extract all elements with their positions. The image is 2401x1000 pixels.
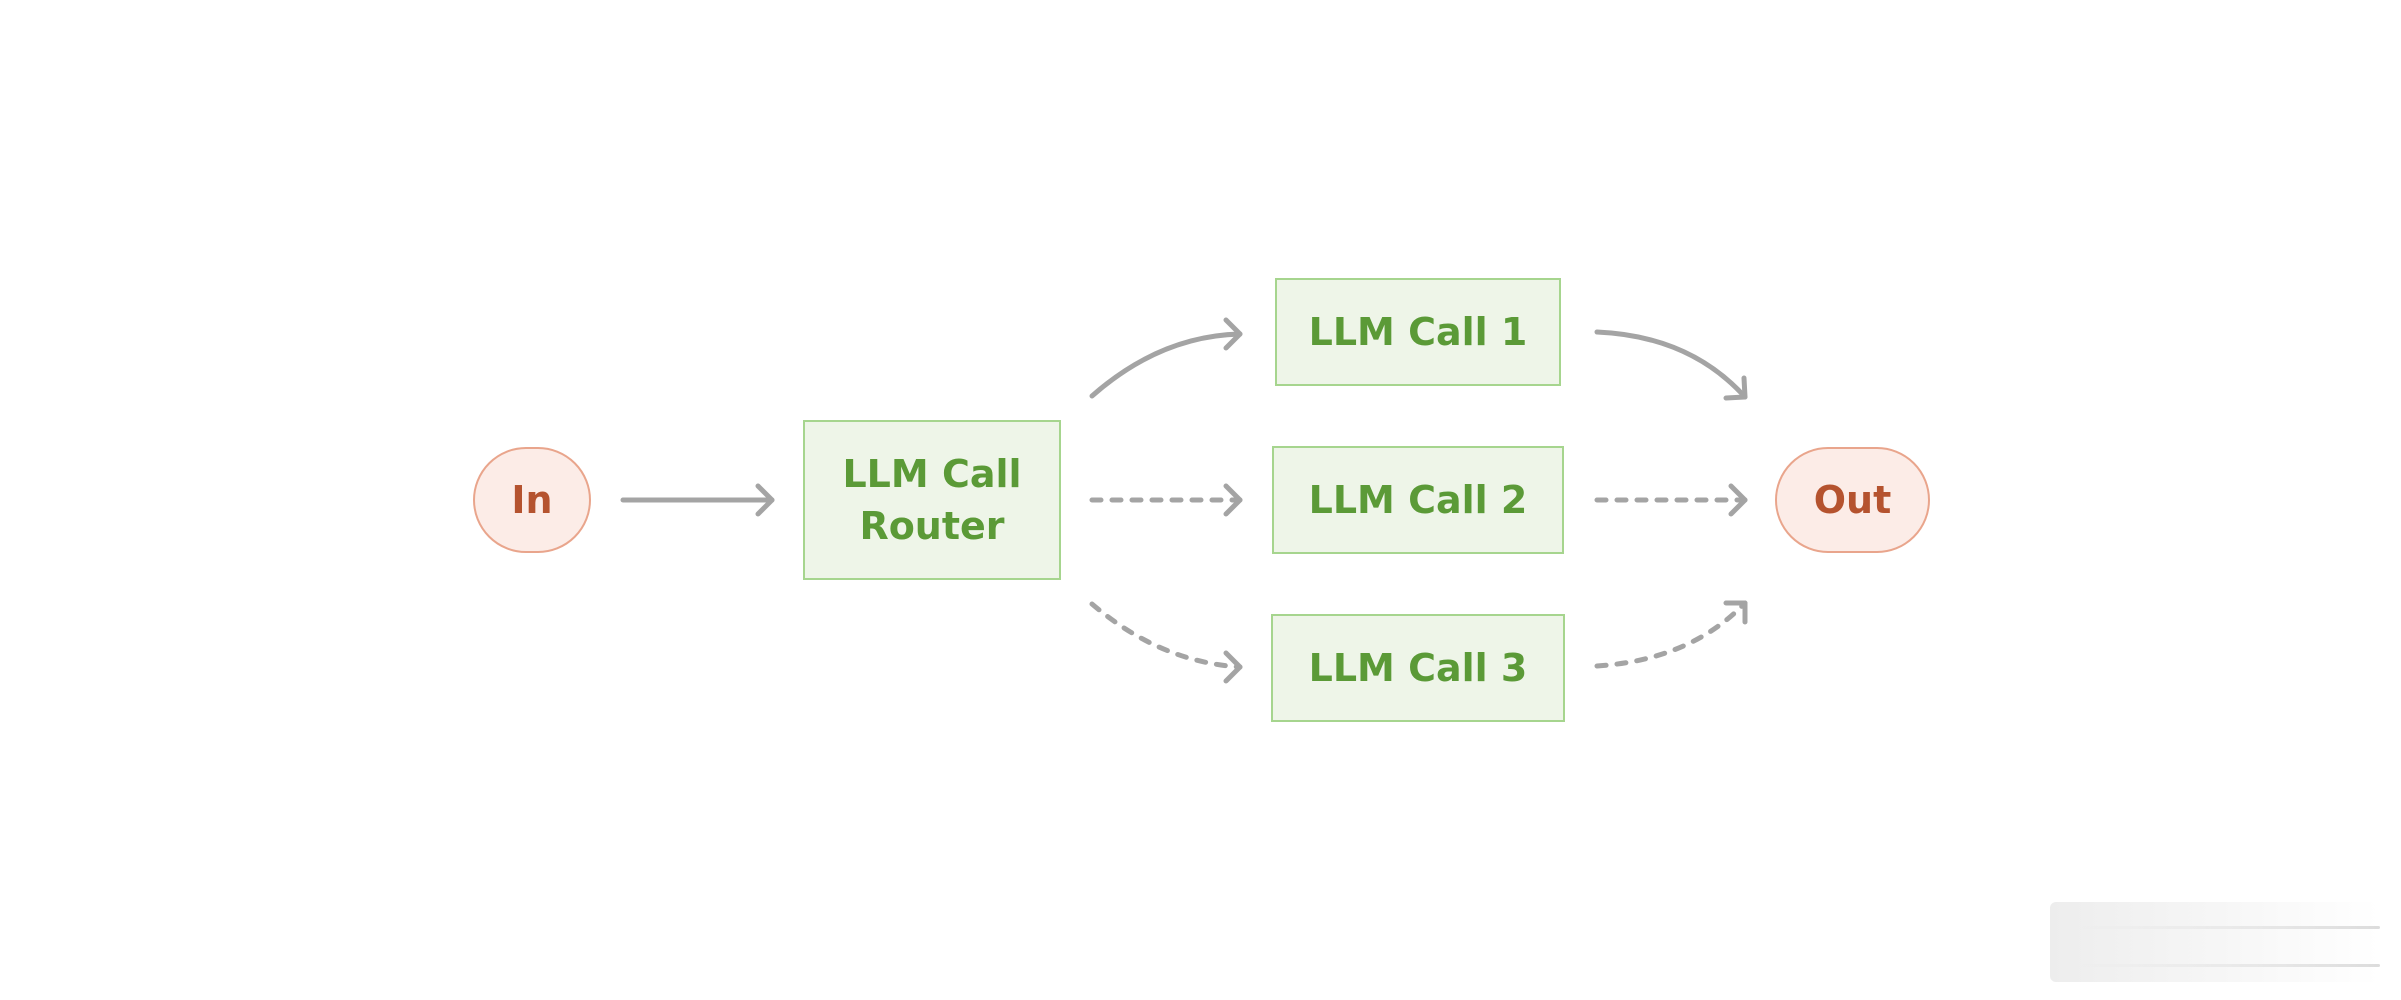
- llm-call-1-node: LLM Call 1: [1275, 278, 1561, 386]
- edge-call3-to-output: [1594, 600, 1748, 669]
- router-node: LLM Call Router: [803, 420, 1061, 580]
- router-node-label: LLM Call Router: [842, 452, 1022, 548]
- scroll-indicator[interactable]: [2050, 902, 2380, 982]
- arrowhead-output-bottom: [1723, 600, 1748, 625]
- input-node: In: [473, 447, 591, 553]
- llm-call-2-label: LLM Call 2: [1308, 478, 1528, 522]
- scroll-indicator-line-bottom: [2080, 964, 2380, 967]
- edge-call1-to-output: [1594, 329, 1748, 400]
- arrowhead-output-middle: [1728, 483, 1748, 517]
- arrowhead-output-top: [1723, 375, 1748, 401]
- edge-router-to-call1: [1089, 331, 1243, 399]
- scroll-indicator-line-top: [2080, 926, 2380, 929]
- llm-call-3-node: LLM Call 3: [1271, 614, 1565, 722]
- llm-call-3-label: LLM Call 3: [1308, 646, 1528, 690]
- edge-router-to-call3: [1089, 601, 1243, 670]
- arrowhead-router-in: [755, 483, 775, 517]
- arrowhead-call3-in: [1223, 650, 1243, 684]
- output-node: Out: [1775, 447, 1930, 553]
- llm-call-1-label: LLM Call 1: [1308, 310, 1528, 354]
- llm-call-2-node: LLM Call 2: [1272, 446, 1564, 554]
- arrowhead-call1-in: [1223, 317, 1243, 351]
- input-node-label: In: [511, 478, 553, 522]
- arrowhead-call2-in: [1223, 483, 1243, 517]
- output-node-label: Out: [1813, 478, 1892, 522]
